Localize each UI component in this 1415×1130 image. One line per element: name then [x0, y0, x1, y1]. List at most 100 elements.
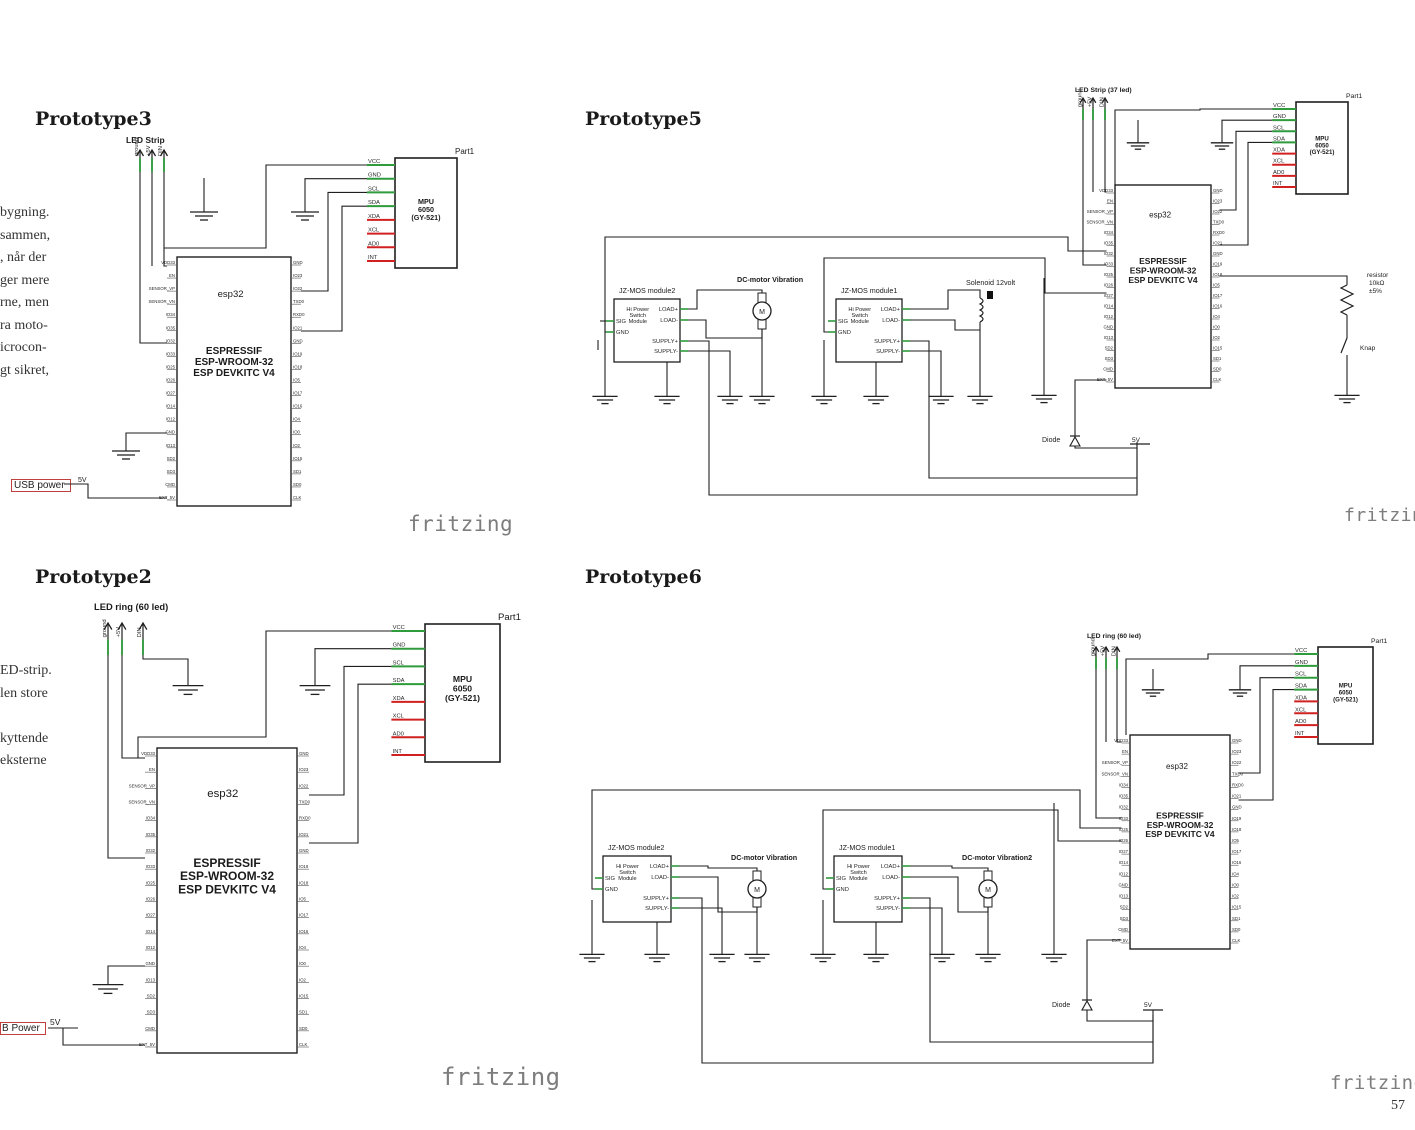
- esp32-pin-label: IO17: [293, 391, 303, 396]
- esp32-pin-label: IO23: [299, 767, 309, 772]
- esp32-pin-label: CLK: [1213, 377, 1221, 382]
- led-pin-label: DIN: [1099, 97, 1105, 107]
- jzmos-pin-label: SIG: [616, 319, 626, 325]
- esp32-pin-label: IO19: [1232, 816, 1242, 821]
- esp32-pin-label: IO35: [1119, 794, 1129, 799]
- esp32-pin-label: IO32: [1104, 251, 1114, 256]
- mpu-label: 6050: [418, 205, 434, 214]
- jzmos-title: JZ-MOS module2: [619, 286, 675, 295]
- supply-voltage-label: 5V: [1144, 1002, 1153, 1009]
- esp32-pin-label: TXD0: [1232, 771, 1244, 776]
- jzmos-pin-label: SUPPLY-: [654, 349, 678, 355]
- mpu-pin-label: SDA: [1273, 136, 1285, 142]
- jzmos-pin-label: SUPPLY-: [876, 349, 900, 355]
- jzmos-pin-label: SUPPLY-: [645, 906, 669, 912]
- mpu-pin-label: INT: [393, 749, 403, 755]
- arrow-icon: [1089, 96, 1097, 104]
- led-label: LED ring (60 led): [1087, 633, 1141, 640]
- wire: [1219, 130, 1273, 211]
- diode-label: Diode: [1052, 1002, 1070, 1009]
- esp32-pin-label: VDD33: [1114, 738, 1128, 743]
- mpu-label: (GY-521): [1333, 696, 1358, 703]
- esp32-pin-label: SD2: [1105, 346, 1114, 351]
- mpu-label: 6050: [1339, 690, 1353, 697]
- mpu-label: MPU: [1315, 136, 1329, 143]
- mpu-label: 6050: [1315, 142, 1329, 149]
- wire: [679, 897, 1154, 1064]
- fritzing-watermark: fritzing: [1330, 1072, 1415, 1094]
- esp32-title: ESPRESSIF: [193, 856, 260, 870]
- jzmos-body-label: Module: [618, 876, 636, 882]
- esp32-pin-label: CMD: [1118, 927, 1128, 932]
- jzmos-title: JZ-MOS module1: [839, 843, 895, 852]
- jzmos-pin-label: LOAD-: [660, 318, 678, 324]
- motor-icon: [978, 879, 998, 899]
- prototype5-title: Prototype5: [585, 108, 702, 130]
- jzmos-pin-label: SUPPLY+: [652, 339, 678, 345]
- arrow-icon: [159, 148, 169, 157]
- led-pin-label: +5V: [1100, 646, 1106, 657]
- mpu-pin-label: INT: [368, 255, 378, 261]
- esp32-pin-label: EN: [1122, 749, 1128, 754]
- mpu-pin-label: SCL: [1295, 672, 1307, 678]
- esp32-pin-label: GND: [1213, 251, 1223, 256]
- esp32-pin-label: IO23: [1232, 749, 1242, 754]
- esp32-title: ESP DEVKITC V4: [193, 368, 275, 379]
- jzmos-pin-label: SIG: [605, 876, 615, 882]
- wire: [688, 340, 1138, 496]
- wire: [910, 289, 981, 310]
- mpu-label: MPU: [453, 674, 472, 684]
- jzmos-pin-label: GND: [616, 330, 629, 336]
- esp32-pin-label: IO22: [293, 286, 303, 291]
- mpu-part-label: Part1: [498, 612, 521, 623]
- jzmos-body-label: Hi Power: [847, 864, 870, 870]
- wire: [1082, 120, 1107, 266]
- esp32-pin-label: IO18: [299, 880, 309, 885]
- esp32-pin-label: IO21: [1213, 241, 1223, 246]
- led-label: LED ring (60 led): [94, 602, 168, 612]
- jzmos-body-label: Hi Power: [616, 864, 639, 870]
- esp32-pin-label: IO21: [1232, 794, 1242, 799]
- mpu-part-label: Part1: [455, 147, 475, 156]
- mpu6050-module: [1317, 646, 1374, 745]
- mpu-pin-label: SCL: [1273, 125, 1285, 131]
- esp32-pin-label: SD0: [1213, 367, 1222, 372]
- esp32-pin-label: VDD33: [161, 260, 175, 265]
- mpu-pin-label: SDA: [393, 678, 405, 684]
- motor-symbol: M: [754, 887, 760, 894]
- mpu-pin-label: GND: [1295, 660, 1308, 666]
- esp32-pin-label: IO4: [299, 945, 307, 950]
- button-label: Knap: [1360, 345, 1376, 352]
- diode-label: Diode: [1042, 437, 1060, 444]
- wire: [139, 172, 167, 344]
- mpu-pin-label: GND: [368, 173, 381, 179]
- mpu-pin-label: XDA: [1273, 148, 1285, 154]
- wire: [64, 483, 167, 499]
- esp32-pin-label: IO4: [293, 417, 301, 422]
- solenoid-icon: [978, 297, 984, 323]
- esp32-pin-label: CMD: [145, 1026, 155, 1031]
- esp32-pin-label: GND: [1103, 325, 1113, 330]
- esp32-pin-label: CLK: [1232, 938, 1240, 943]
- esp32-pin-label: SD1: [1213, 356, 1222, 361]
- jzmos-pin-label: SUPPLY-: [876, 906, 900, 912]
- esp32-pin-label: SD3: [1120, 916, 1129, 921]
- esp32-pin-label: IO23: [1213, 199, 1223, 204]
- esp32-pin-label: GND: [299, 848, 309, 853]
- esp32-pin-label: CMD: [165, 482, 175, 487]
- esp32-pin-label: IO17: [299, 913, 309, 918]
- led-pin-label: ground: [1077, 89, 1083, 107]
- esp32-title: ESPRESSIF: [1156, 810, 1204, 820]
- esp32-pin-label: IO5: [293, 378, 301, 383]
- esp32-pin-label: IO34: [146, 816, 156, 821]
- esp32-label: esp32: [207, 788, 238, 800]
- mpu-label: MPU: [418, 197, 434, 206]
- led-pin-label: DIN: [1111, 646, 1117, 656]
- motor-symbol: M: [985, 887, 991, 894]
- jzmos-pin-label: SUPPLY+: [874, 339, 900, 345]
- esp32-pin-label: SD1: [293, 469, 302, 474]
- wire: [1125, 653, 1295, 735]
- wire: [910, 865, 989, 871]
- motor-icon: [747, 879, 767, 899]
- esp32-pin-label: IO0: [1213, 325, 1221, 330]
